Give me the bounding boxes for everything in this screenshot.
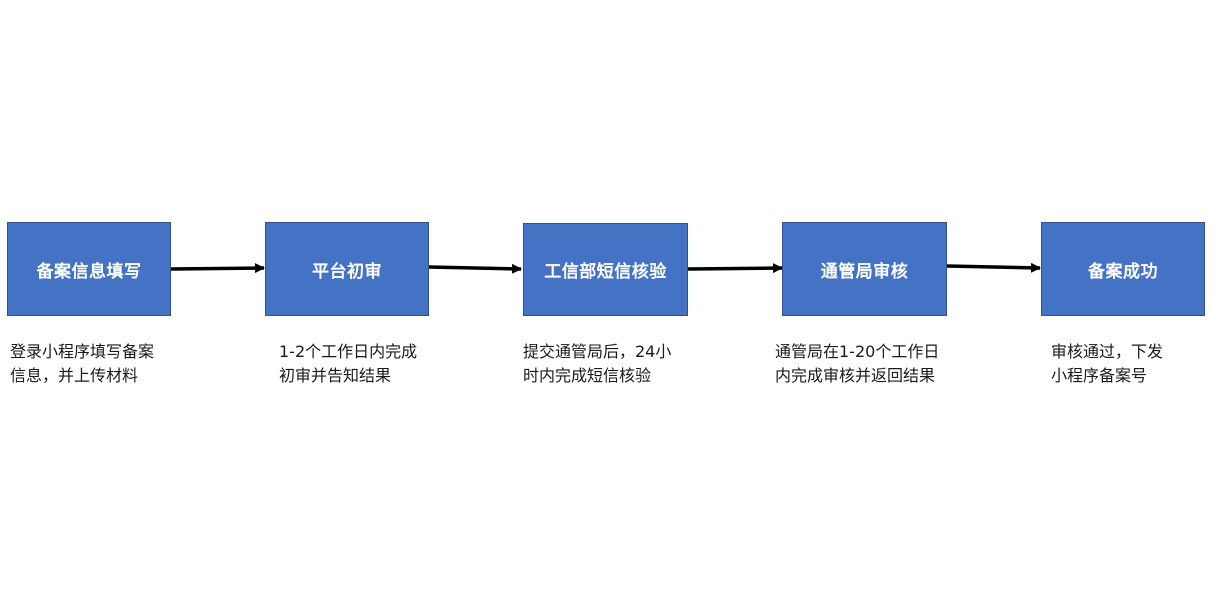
- step-1-title: 备案信息填写: [36, 261, 142, 282]
- step-2-box: 平台初审: [265, 222, 429, 316]
- step-3-title: 工信部短信核验: [544, 262, 667, 282]
- step-3-description: 提交通管局后，24小 时内完成短信核验: [523, 342, 672, 385]
- step-5-description: 审核通过，下发 小程序备案号: [1051, 342, 1164, 385]
- arrow-3-to-4: [687, 263, 783, 274]
- step-5-box: 备案成功: [1041, 222, 1205, 316]
- step-4-box: 通管局审核: [782, 222, 947, 316]
- step-4-title: 通管局审核: [820, 261, 909, 282]
- arrow-1-to-2: [170, 263, 265, 274]
- step-1-description: 登录小程序填写备案 信息，并上传材料: [10, 342, 155, 385]
- step-5-title: 备案成功: [1088, 261, 1158, 282]
- arrow-4-to-5: [946, 262, 1041, 273]
- step-4-description: 通管局在1-20个工作日 内完成审核并返回结果: [775, 342, 940, 385]
- step-2-title: 平台初审: [312, 261, 382, 282]
- arrow-2-to-3: [428, 263, 522, 274]
- step-1-box: 备案信息填写: [7, 222, 171, 316]
- step-3-box: 工信部短信核验: [523, 223, 688, 316]
- step-2-description: 1-2个工作日内完成 初审并告知结果: [279, 342, 418, 385]
